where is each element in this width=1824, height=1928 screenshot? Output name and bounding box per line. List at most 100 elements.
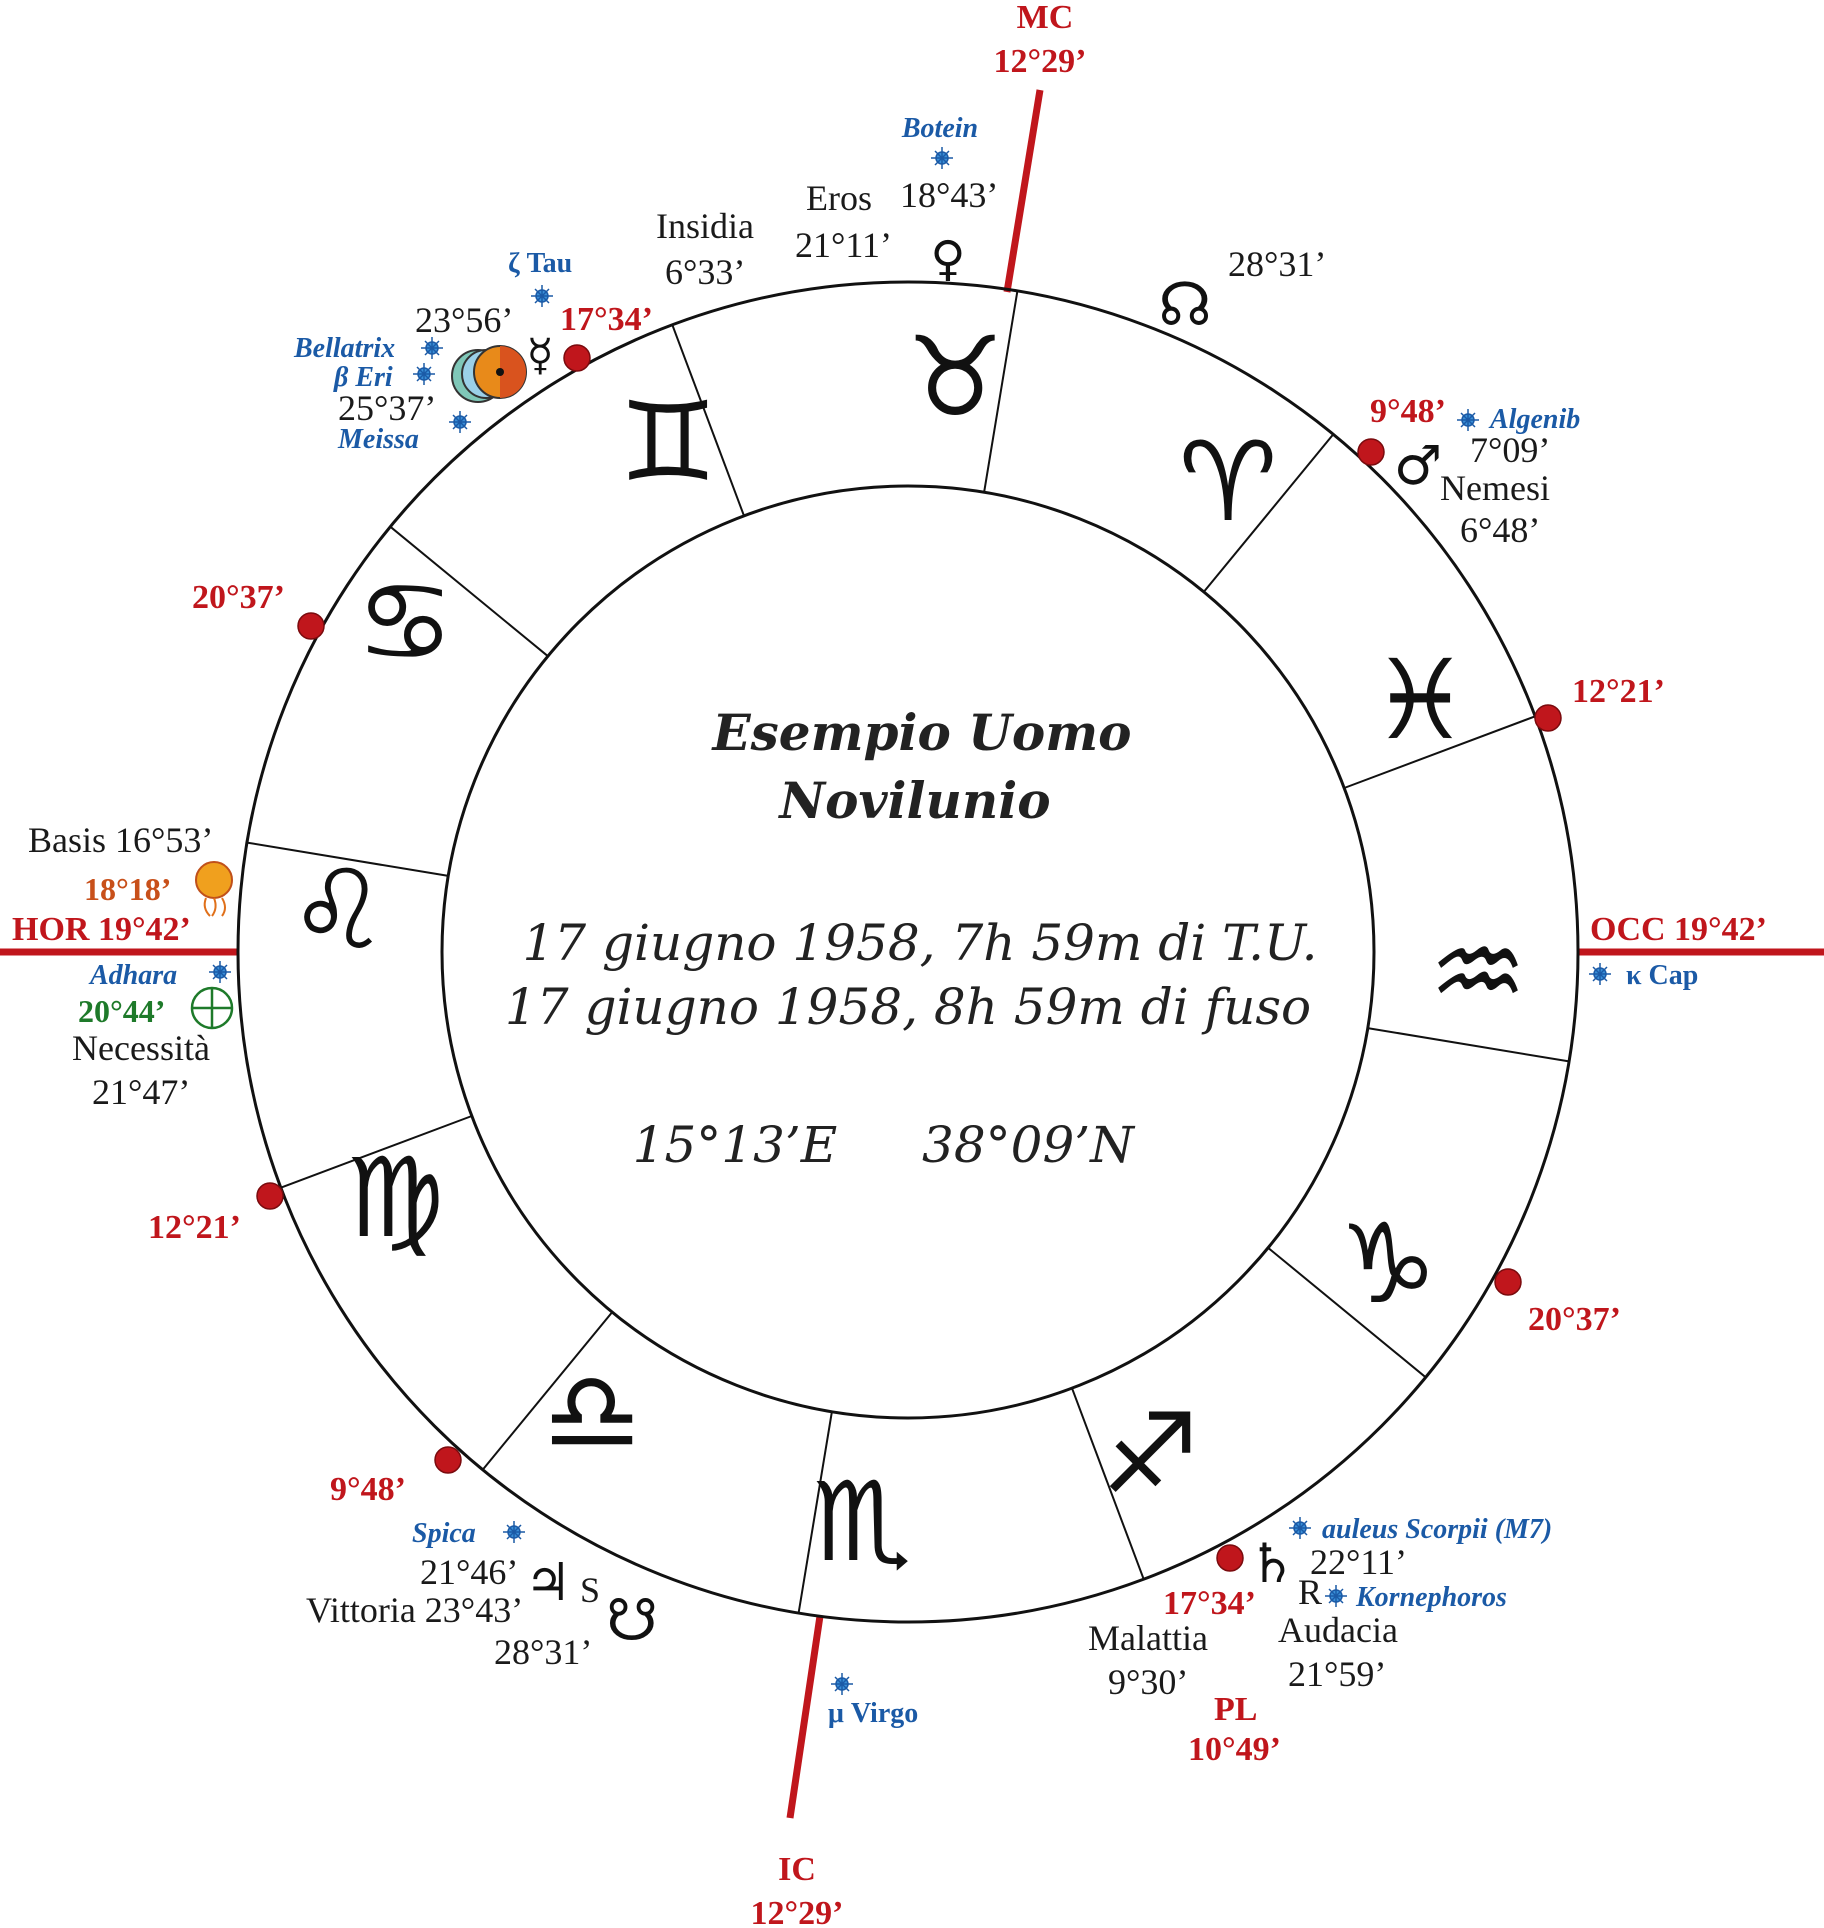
necessita-degree: 21°47’: [92, 1072, 190, 1112]
sign-divider: [280, 1115, 473, 1189]
star-kornephoros: Kornephoros: [1355, 1582, 1507, 1613]
saturn-degree: 22°11’: [1310, 1542, 1407, 1582]
necessita-label: Necessità: [72, 1028, 210, 1068]
star-icon: [1289, 1517, 1311, 1539]
cusp-dot-aries: [1357, 438, 1385, 466]
star-aculeus: auleus Scorpii (M7): [1322, 1514, 1552, 1545]
star-icon: [531, 285, 553, 307]
star-beta-eri: β Eri: [333, 362, 393, 393]
star-icon: [1589, 963, 1611, 985]
full-moon-degree: 10°49’: [1188, 1731, 1281, 1768]
nemesi-degree: 6°48’: [1460, 510, 1540, 550]
inner-ring: [440, 484, 1376, 1420]
libra-glyph: ♎: [543, 1348, 642, 1476]
new-moon-icon: [451, 345, 527, 403]
sign-divider: [389, 525, 549, 657]
malattia-degree: 9°30’: [1108, 1662, 1188, 1702]
sign-divider: [1367, 1027, 1570, 1063]
gemini-glyph: ♊: [619, 378, 718, 506]
cusp-capricorn-deg: 20°37’: [1528, 1301, 1621, 1338]
cusp-dot-sagittarius: [1216, 1544, 1244, 1572]
star-meissa: Meissa: [337, 424, 419, 455]
sign-divider: [671, 324, 745, 517]
star-bellatrix: Bellatrix: [293, 333, 395, 364]
venus-icon: ♀: [930, 231, 965, 287]
star-icon: [449, 411, 471, 433]
star-icon: [931, 147, 953, 169]
aries-glyph: ♈: [1179, 418, 1278, 546]
sagittarius-glyph: ♐: [1101, 1390, 1200, 1518]
vittoria-label: Vittoria 23°43’: [306, 1590, 523, 1630]
hor-label: HOR 19°42’: [12, 911, 191, 948]
node-top-icon: ☊: [1158, 270, 1211, 340]
cusp-sagittarius-deg: 17°34’: [1163, 1585, 1256, 1622]
datetime-local: 17 giugno 1958, 8h 59m di fuso: [505, 978, 1311, 1036]
sign-divider: [246, 841, 449, 877]
star-spica: Spica: [412, 1518, 476, 1549]
node-bottom-degree: 28°31’: [494, 1632, 592, 1672]
jupiter-station: S: [580, 1570, 600, 1610]
mercury-icon: ☿: [526, 330, 553, 381]
eros-label: Eros: [806, 178, 872, 218]
sign-dividers: [246, 290, 1570, 1614]
sign-divider: [1343, 715, 1536, 789]
aquarius-glyph: ♒: [1429, 908, 1528, 1036]
sign-divider: [983, 290, 1019, 493]
pisces-glyph: ♓: [1371, 636, 1470, 764]
saturn-retrograde: R: [1298, 1572, 1322, 1612]
outer-ring: [236, 280, 1580, 1624]
cusp-dot-gemini: [563, 344, 591, 372]
star-algenib: Algenib: [1488, 404, 1580, 435]
sign-divider: [1203, 433, 1335, 593]
cancer-glyph: ♋: [356, 558, 455, 686]
cusp-dot-pisces: [1534, 704, 1562, 732]
taurus-glyph: ♉: [906, 313, 1005, 441]
sign-divider: [1071, 1387, 1145, 1580]
cusp-libra-deg: 9°48’: [330, 1471, 406, 1508]
nemesi-label: Nemesi: [1440, 468, 1550, 508]
malattia-label: Malattia: [1088, 1618, 1208, 1658]
audacia-label: Audacia: [1278, 1610, 1398, 1650]
leo-glyph: ♌: [289, 846, 388, 974]
ic-axis: [786, 1615, 824, 1819]
star-icon: [421, 337, 443, 359]
basis-label: Basis 16°53’: [28, 820, 213, 860]
star-icon: [1457, 409, 1479, 431]
eros-degree: 18°43’: [900, 175, 998, 215]
mc-label: MC: [1017, 0, 1074, 36]
star-icon: [209, 961, 231, 983]
star-mu-virgo: μ Virgo: [828, 1698, 918, 1729]
sign-divider: [1267, 1247, 1427, 1379]
chart-title-line1: Esempio Uomo: [711, 703, 1132, 762]
star-icon: [831, 1673, 853, 1695]
star-icon: [1325, 1585, 1347, 1607]
sun-degree: 18°18’: [84, 871, 171, 907]
jupiter-degree: 21°46’: [420, 1552, 518, 1592]
cusp-gemini-deg: 17°34’: [560, 301, 653, 338]
insidia-label: Insidia: [656, 206, 754, 246]
part-of-fortune-icon: [190, 986, 234, 1030]
cusp-pisces-deg: 12°21’: [1572, 673, 1665, 710]
full-moon-label: PL: [1214, 1691, 1257, 1728]
cusp-dot-capricorn: [1494, 1268, 1522, 1296]
sign-divider: [481, 1311, 613, 1471]
cusp-aries-deg: 9°48’: [1370, 393, 1446, 430]
mars-icon: ♂: [1394, 434, 1442, 497]
star-icon: [413, 363, 435, 385]
fortune-degree: 20°44’: [78, 993, 165, 1029]
sun-icon: [195, 861, 233, 917]
jupiter-icon: ♃: [525, 1553, 572, 1613]
cusp-dot-virgo: [256, 1182, 284, 1210]
virgo-glyph: ♍: [346, 1134, 445, 1262]
scorpio-glyph: ♏: [813, 1458, 912, 1586]
node-top-degree: 28°31’: [1228, 244, 1326, 284]
star-kappa-cap: κ Cap: [1626, 960, 1698, 991]
mars-degree: 7°09’: [1470, 430, 1550, 470]
venus-degree: 21°11’: [795, 225, 892, 265]
moon-degree: 25°37’: [338, 388, 436, 428]
cusp-cancer-deg: 20°37’: [192, 579, 285, 616]
chart-title-line2: Novilunio: [777, 771, 1050, 830]
sign-divider: [797, 1411, 833, 1614]
star-icon: [503, 1521, 525, 1543]
